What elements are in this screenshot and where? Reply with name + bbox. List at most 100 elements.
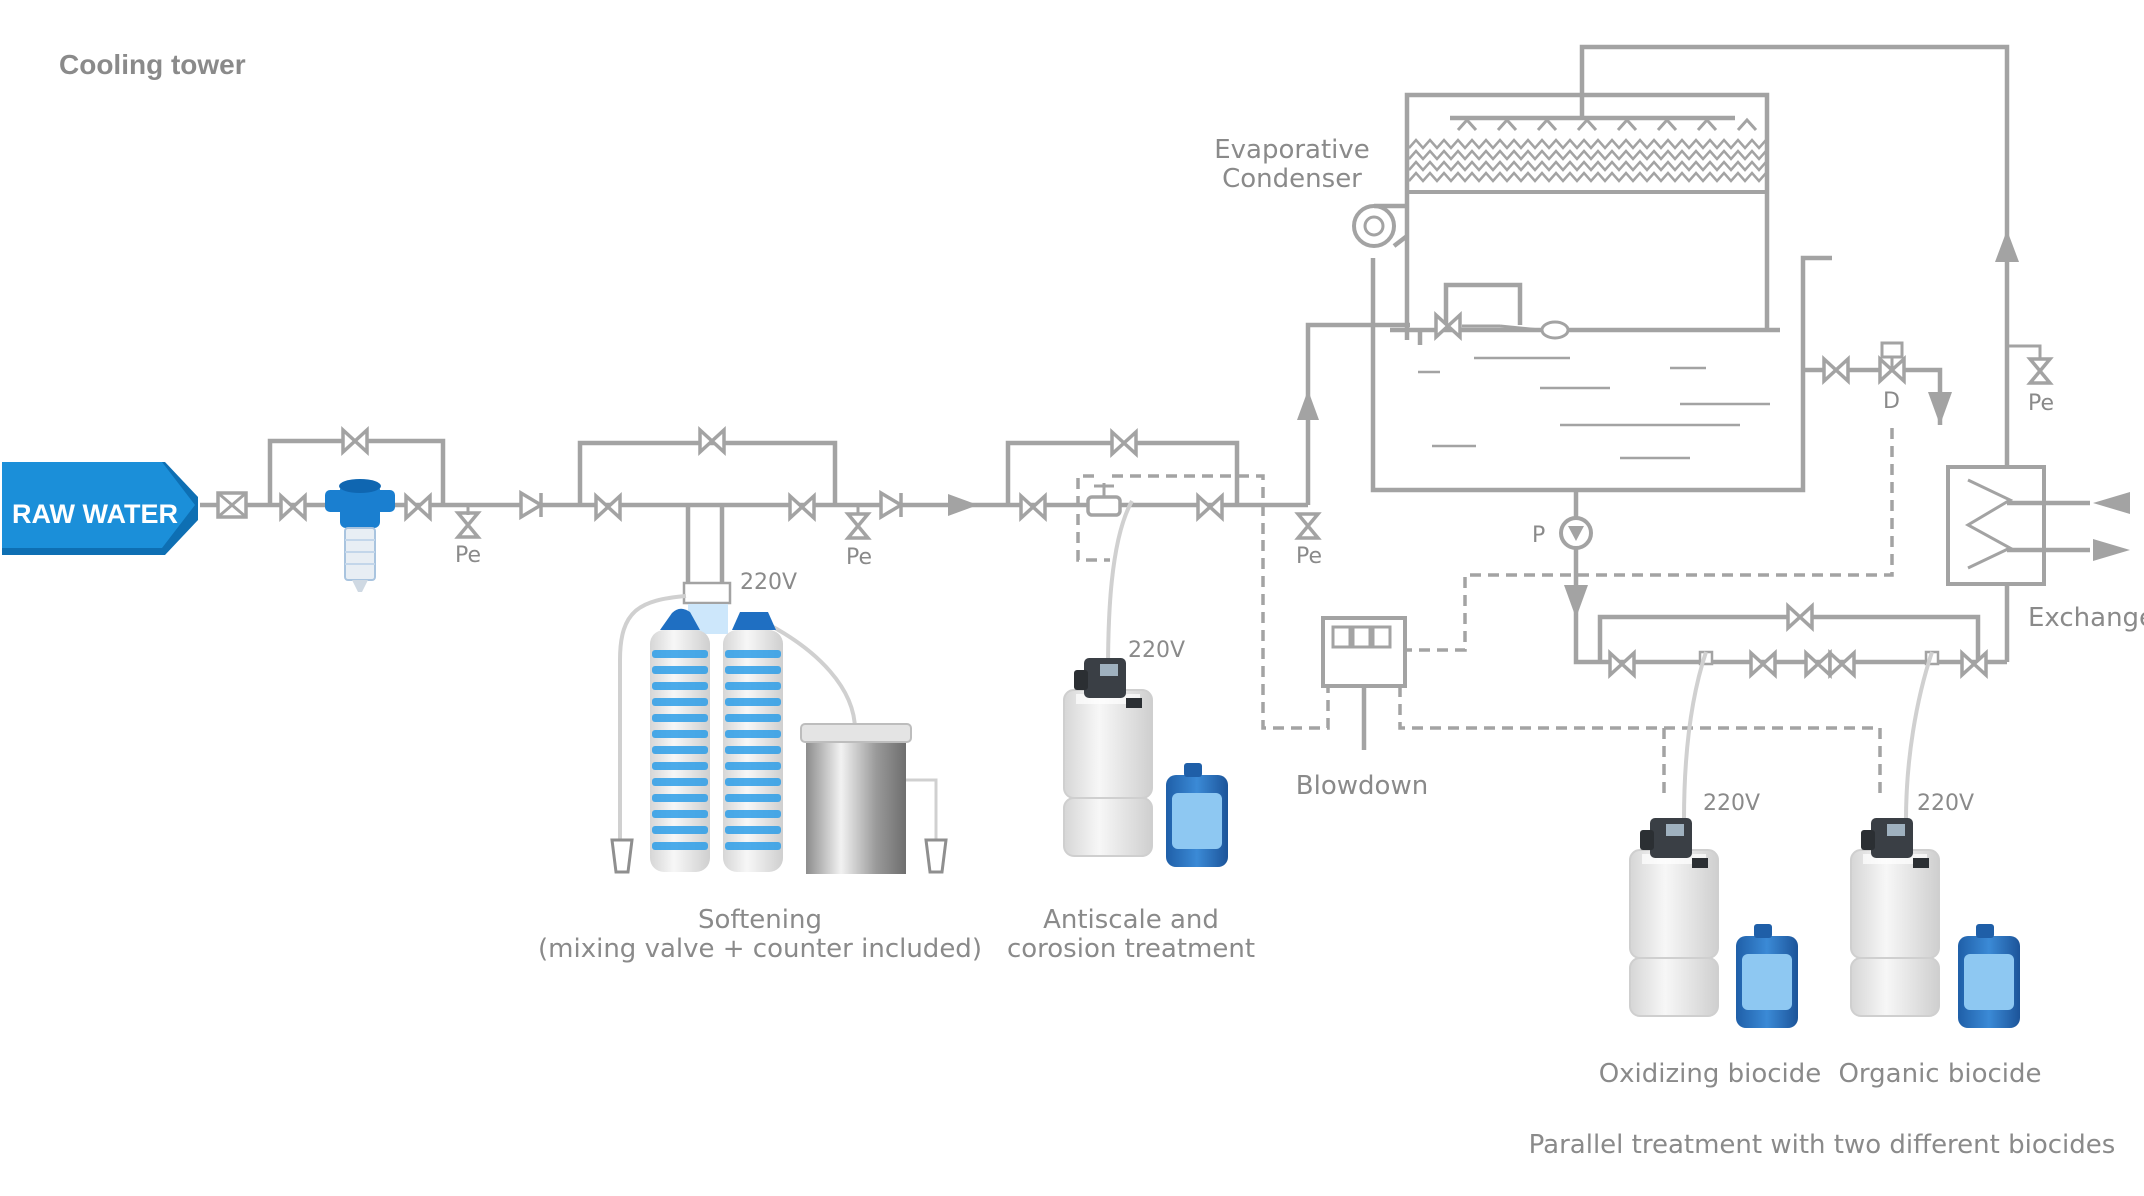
resin-stripe bbox=[652, 682, 708, 690]
parallel-treatment-caption: Parallel treatment with two different bi… bbox=[1529, 1130, 2116, 1160]
fill-media-row bbox=[1408, 171, 1767, 183]
organic-biocide-label: Organic biocide bbox=[1838, 1059, 2041, 1089]
inlet-valve-icon bbox=[216, 491, 248, 519]
page-title: Cooling tower bbox=[59, 49, 246, 80]
resin-stripe bbox=[725, 762, 781, 770]
controller-icon bbox=[1321, 616, 1407, 750]
raw-water-label: RAW WATER bbox=[12, 499, 178, 529]
organic-biocide-unit: 220V bbox=[1850, 651, 2020, 1028]
fan-icon bbox=[1352, 203, 1409, 248]
resin-stripe bbox=[652, 842, 708, 850]
heat-exchanger-icon bbox=[1946, 465, 2130, 662]
exchanger-label: Exchanger bbox=[2028, 603, 2144, 633]
pump-foot bbox=[1913, 858, 1929, 868]
spray-nozzle-icon bbox=[1536, 117, 1558, 132]
fill-media-row bbox=[1408, 138, 1767, 150]
pump-foot bbox=[1126, 698, 1142, 708]
float-ball-icon bbox=[1540, 320, 1570, 340]
voltage-label: 220V bbox=[740, 570, 797, 595]
antiscale-label: Antiscale and bbox=[1043, 905, 1219, 935]
fill-media-row bbox=[1408, 160, 1767, 172]
softening-label: Softening bbox=[698, 905, 822, 935]
bypass-valve-icon bbox=[1110, 430, 1138, 456]
valve-icon bbox=[1786, 604, 1814, 630]
valve-icon bbox=[594, 494, 622, 520]
canister-cap bbox=[1976, 924, 1994, 938]
valve-icon bbox=[788, 494, 816, 520]
valve-icon bbox=[404, 494, 432, 520]
pe-label: Pe bbox=[846, 545, 872, 570]
pump-head bbox=[1861, 830, 1875, 850]
flow-arrow-icon bbox=[1564, 585, 1588, 618]
antiscale-dosing-unit: 220V bbox=[1063, 500, 1228, 867]
canister-label-panel bbox=[1172, 793, 1222, 849]
resin-stripe bbox=[725, 698, 781, 706]
resin-stripe bbox=[725, 778, 781, 786]
check-valve-icon bbox=[519, 489, 545, 521]
filter-icon bbox=[325, 479, 395, 592]
bypass-valve-icon bbox=[698, 428, 726, 454]
canister-label-panel bbox=[1742, 954, 1792, 1010]
spray-nozzle-icon bbox=[1736, 117, 1758, 132]
antiscale-sublabel: corosion treatment bbox=[1007, 934, 1255, 964]
resin-stripe bbox=[725, 826, 781, 834]
resin-stripe bbox=[652, 826, 708, 834]
sample-valve-icon bbox=[456, 511, 480, 539]
resin-stripe bbox=[652, 810, 708, 818]
valve-icon bbox=[1608, 651, 1636, 677]
spray-nozzle-icon bbox=[1456, 117, 1478, 132]
dosing-tank-base bbox=[1629, 957, 1719, 1017]
resin-stripe bbox=[652, 698, 708, 706]
pe-label: Pe bbox=[2028, 391, 2054, 416]
resin-stripe bbox=[725, 794, 781, 802]
valve-icon bbox=[1749, 651, 1777, 677]
pe-label: Pe bbox=[1296, 544, 1322, 569]
check-valve-icon bbox=[879, 489, 905, 521]
pump-head bbox=[1640, 830, 1654, 850]
canister-label-panel bbox=[1964, 954, 2014, 1010]
valve-icon bbox=[1822, 357, 1850, 383]
fill-media-row bbox=[1408, 149, 1767, 161]
sample-valve-icon bbox=[846, 512, 870, 540]
softening-sublabel: (mixing valve + counter included) bbox=[538, 934, 982, 964]
resin-stripe bbox=[652, 794, 708, 802]
resin-stripe bbox=[652, 666, 708, 674]
spray-nozzle-icon bbox=[1576, 117, 1598, 132]
flow-arrow-icon bbox=[1995, 230, 2019, 262]
pump-display bbox=[1887, 824, 1905, 836]
voltage-label: 220V bbox=[1128, 638, 1185, 663]
resin-stripe bbox=[652, 746, 708, 754]
brine-tank-icon bbox=[800, 723, 912, 874]
voltage-label: 220V bbox=[1917, 791, 1974, 816]
resin-stripe bbox=[725, 666, 781, 674]
dosing-tank-base bbox=[1850, 957, 1940, 1017]
canister-cap bbox=[1184, 763, 1202, 777]
resin-stripe bbox=[652, 778, 708, 786]
resin-stripe bbox=[652, 714, 708, 722]
p-label: P bbox=[1532, 523, 1545, 548]
resin-stripe bbox=[725, 730, 781, 738]
spray-nozzle-icon bbox=[1696, 117, 1718, 132]
valve-icon bbox=[1019, 494, 1047, 520]
valve-icon bbox=[1828, 651, 1856, 677]
tank-highlight bbox=[1642, 854, 1706, 864]
canister-cap bbox=[1754, 924, 1772, 938]
resin-stripe bbox=[725, 714, 781, 722]
evaporative-condenser bbox=[1352, 92, 1832, 493]
resin-stripe bbox=[725, 842, 781, 850]
tank-highlight bbox=[1076, 694, 1140, 704]
valve-icon bbox=[1196, 494, 1224, 520]
softener-unit: 220V bbox=[610, 570, 948, 874]
solenoid-valve-icon bbox=[1878, 341, 1906, 383]
evaporative-label: Evaporative bbox=[1214, 135, 1370, 165]
resin-stripe bbox=[725, 650, 781, 658]
oxidizing-biocide-unit: 220V bbox=[1629, 651, 1798, 1028]
flow-arrow-icon bbox=[1928, 392, 1952, 425]
valve-icon bbox=[1960, 651, 1988, 677]
raw-water-inlet: RAW WATER bbox=[2, 462, 198, 555]
valve-icon bbox=[1804, 651, 1832, 677]
bypass-valve-icon bbox=[341, 428, 369, 454]
condenser-label: Condenser bbox=[1222, 164, 1362, 194]
dosing-tank-base bbox=[1063, 797, 1153, 857]
